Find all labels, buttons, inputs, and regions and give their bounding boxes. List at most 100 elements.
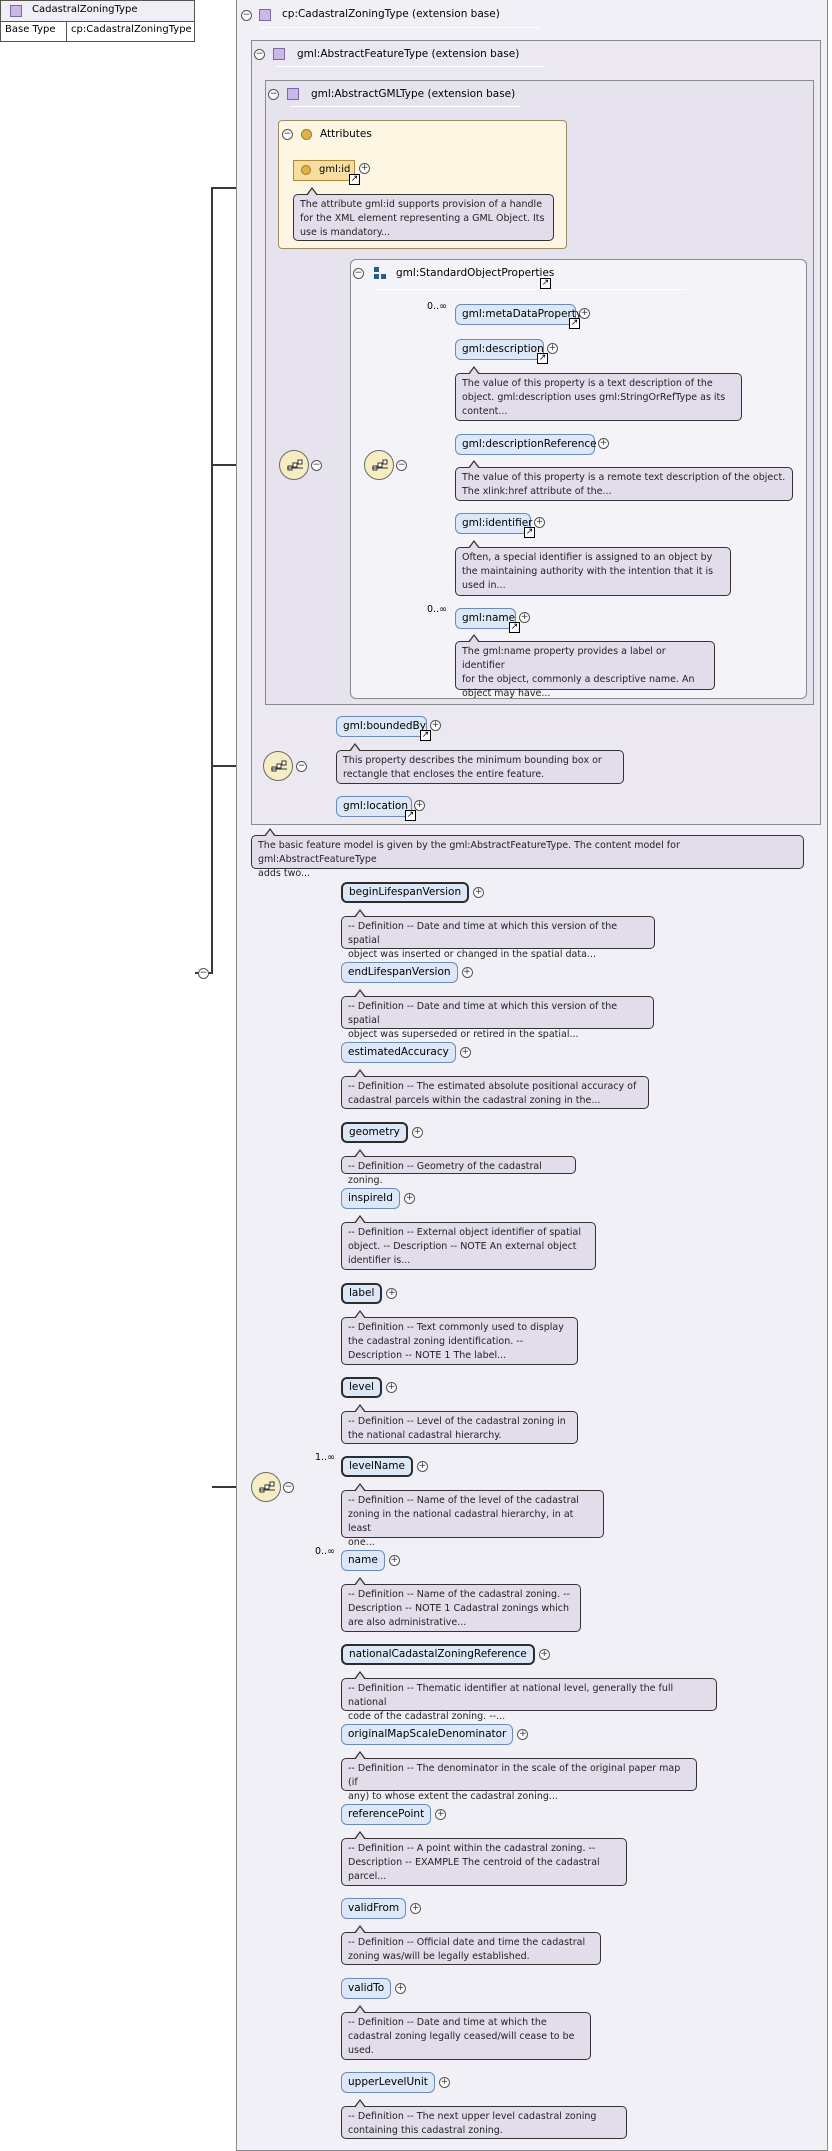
complex-type-icon [10,5,22,17]
expand-icon[interactable]: + [414,800,425,811]
element-doc: The gml:name property provides a label o… [455,634,715,699]
element-doc: -- Definition -- Date and time at which … [341,989,654,1040]
reference-arrow-icon[interactable]: ↗ [569,318,580,329]
element-label[interactable]: label [341,1283,383,1304]
expand-icon[interactable]: + [386,1288,398,1299]
sequence-compositor-icon[interactable] [251,1472,281,1502]
expand-icon[interactable]: + [538,1649,550,1660]
sequence-collapse-icon[interactable]: − [396,460,407,471]
gml-panel-title: gml:AbstractGMLType (extension base) [311,88,516,100]
expand-icon[interactable]: + [395,1983,407,1994]
expand-icon[interactable]: + [435,1809,447,1820]
expand-icon[interactable]: + [403,1193,415,1204]
element-validto[interactable]: validTo [341,1978,392,1999]
element-validfrom[interactable]: validFrom [341,1898,407,1919]
expand-icon[interactable]: + [359,163,370,174]
element-doc: Often, a special identifier is assigned … [455,540,731,596]
element-endlifespanversion[interactable]: endLifespanVersion [341,962,458,983]
element-gml-metadataproperty[interactable]: gml:metaDataProperty [455,304,582,325]
sequence-compositor-icon[interactable] [279,450,309,480]
gml-collapse-icon[interactable]: − [268,89,279,100]
attribute-icon [301,129,312,140]
sop-collapse-icon[interactable]: − [353,268,364,279]
element-doc: The value of this property is a remote t… [455,460,793,501]
expand-icon[interactable]: + [438,2077,450,2088]
expand-icon[interactable]: + [547,343,558,354]
expand-icon[interactable]: + [388,1555,400,1566]
reference-arrow-icon[interactable]: ↗ [420,730,431,741]
group-icon [374,267,386,279]
sop-title: gml:StandardObjectProperties [396,267,555,279]
element-doc: -- Definition -- The denominator in the … [341,1751,697,1802]
element-inspireid[interactable]: inspireId [341,1188,400,1209]
gml-id-label: gml:id [319,164,351,175]
element-gml-location[interactable]: gml:location [336,796,412,817]
element-originalmapscaledenominator[interactable]: originalMapScaleDenominator [341,1724,514,1745]
element-doc: -- Definition -- Name of the level of th… [341,1483,604,1548]
reference-arrow-icon[interactable]: ↗ [540,278,551,289]
sequence-collapse-icon[interactable]: − [296,761,307,772]
element-doc: -- Definition -- External object identif… [341,1215,596,1270]
element-doc: -- Definition -- The next upper level ca… [341,2099,627,2139]
outer-panel-title: cp:CadastralZoningType (extension base) [282,8,500,20]
element-doc: -- Definition -- A point within the cada… [341,1831,627,1886]
root-type-box[interactable]: CadastralZoningType Base Type cp:Cadastr… [0,0,195,42]
expand-icon[interactable]: + [519,612,530,623]
sequence-compositor-icon[interactable] [364,450,394,480]
element-gml-description[interactable]: gml:description [455,339,544,360]
sequence-collapse-icon[interactable]: − [311,460,322,471]
element-doc: The value of this property is a text des… [455,366,742,421]
element-doc: -- Definition -- The estimated absolute … [341,1069,649,1109]
cardinality-label: 1..∞ [315,1452,335,1463]
element-nationalcadastalzoningreference[interactable]: nationalCadastalZoningReference [341,1644,535,1665]
expand-icon[interactable]: + [410,1903,422,1914]
expand-icon[interactable]: + [473,887,485,898]
element-geometry[interactable]: geometry [341,1122,408,1143]
cardinality-label: 0..∞ [427,301,447,312]
reference-arrow-icon[interactable]: ↗ [509,622,520,633]
expand-icon[interactable]: + [385,1382,397,1393]
element-levelname[interactable]: levelName [341,1456,413,1477]
attribute-icon [301,165,311,175]
expand-icon[interactable]: + [579,308,590,319]
expand-icon[interactable]: + [416,1461,428,1472]
element-referencepoint[interactable]: referencePoint [341,1804,432,1825]
element-estimatedaccuracy[interactable]: estimatedAccuracy [341,1042,456,1063]
reference-arrow-icon[interactable]: ↗ [349,174,360,185]
expand-icon[interactable]: + [517,1729,529,1740]
sequence-collapse-icon[interactable]: − [283,1482,294,1493]
element-gml-descriptionreference[interactable]: gml:descriptionReference [455,434,597,455]
feature-collapse-icon[interactable]: − [254,49,265,60]
element-upperlevelunit[interactable]: upperLevelUnit [341,2072,435,2093]
element-doc: -- Definition -- Thematic identifier at … [341,1671,717,1722]
feature-panel-title: gml:AbstractFeatureType (extension base) [297,48,520,60]
root-type-name: CadastralZoningType [32,4,138,15]
element-gml-boundedby[interactable]: gml:boundedBy [336,716,427,737]
element-gml-name[interactable]: gml:name [455,608,516,629]
sequence-compositor-icon[interactable] [263,751,293,781]
reference-arrow-icon[interactable]: ↗ [537,353,548,364]
outer-collapse-icon[interactable]: − [241,10,252,21]
expand-icon[interactable]: + [430,720,441,731]
expand-icon[interactable]: + [461,967,473,978]
element-level[interactable]: level [341,1377,382,1398]
expand-icon[interactable]: + [534,517,545,528]
reference-arrow-icon[interactable]: ↗ [524,527,535,538]
element-beginlifespanversion[interactable]: beginLifespanVersion [341,882,470,903]
base-type-label: Base Type [1,22,67,41]
base-type-value: cp:CadastralZoningType [71,24,192,35]
element-doc: -- Definition -- Name of the cadastral z… [341,1577,581,1632]
gml-id-attribute[interactable]: gml:id [293,160,355,181]
feature-type-doc: The basic feature model is given by the … [251,828,804,879]
element-gml-identifier[interactable]: gml:identifier [455,513,532,534]
cardinality-label: 0..∞ [427,604,447,615]
expand-icon[interactable]: + [598,438,609,449]
element-name[interactable]: name [341,1550,385,1571]
complex-type-icon [273,48,285,60]
root-collapse-icon[interactable]: − [198,968,209,979]
expand-icon[interactable]: + [459,1047,471,1058]
expand-icon[interactable]: + [411,1127,423,1138]
attributes-collapse-icon[interactable]: − [282,129,293,140]
element-doc: -- Definition -- Date and time at which … [341,909,655,960]
reference-arrow-icon[interactable]: ↗ [405,810,416,821]
